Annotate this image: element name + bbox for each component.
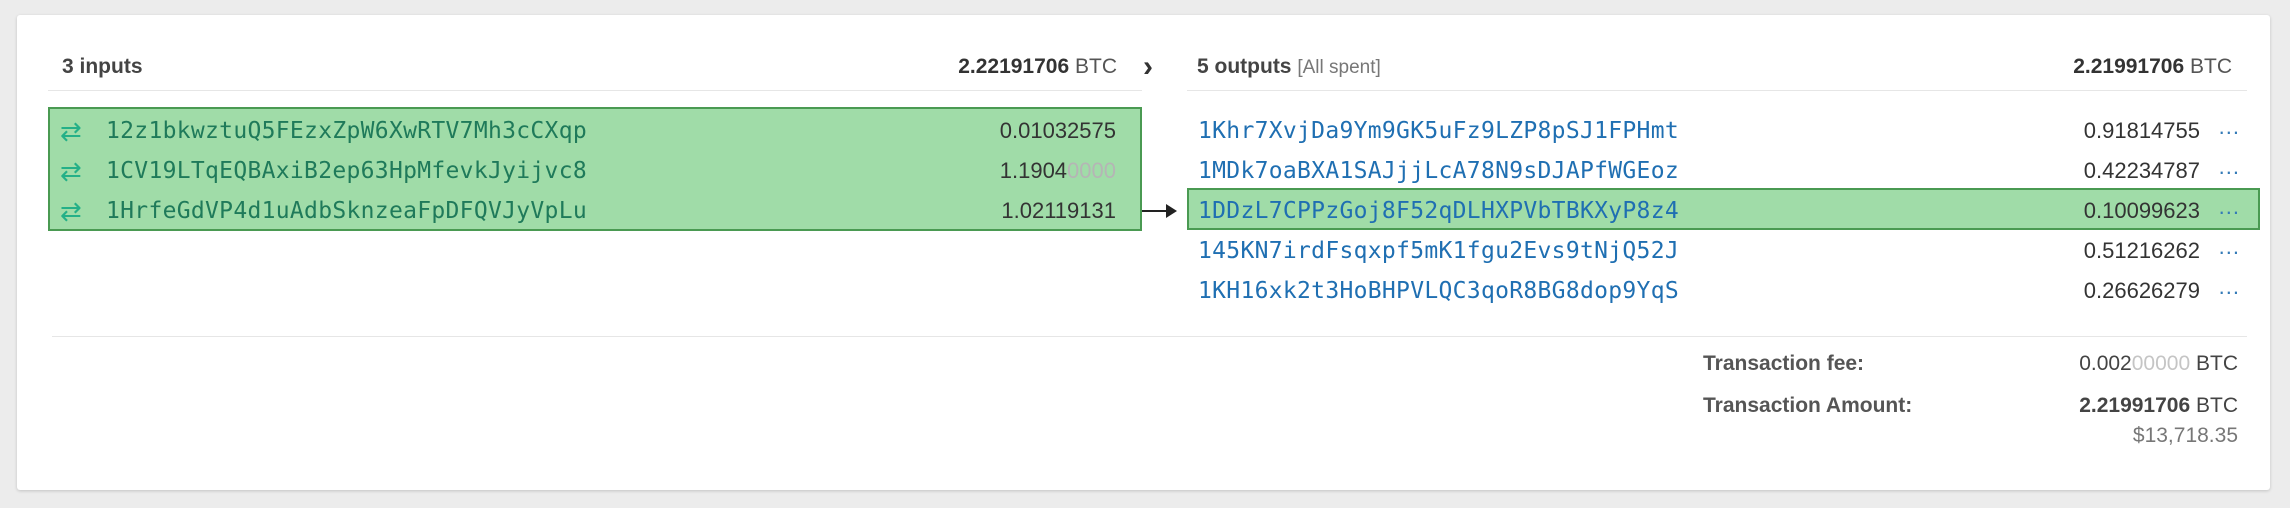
output-value: 0.42234787 xyxy=(2083,158,2200,183)
outputs-title: 5 outputs [All spent] xyxy=(1197,55,1381,79)
output-value: 0.26626279 xyxy=(2083,278,2200,303)
fee-unit: BTC xyxy=(2196,352,2238,375)
output-highlight-box xyxy=(1187,188,2260,230)
output-address-link[interactable]: 1MDk7oaBXA1SAJjjLcA78N9sDJAPfWGEoz xyxy=(1198,158,1680,184)
output-value: 0.91814755 xyxy=(2083,118,2200,143)
output-value: 0.10099623 xyxy=(2083,198,2200,223)
inputs-count-label: 3 inputs xyxy=(62,55,143,78)
inputs-total: 2.22191706 BTC xyxy=(958,55,1117,79)
fee-value: 0.00200000 BTC xyxy=(2079,352,2238,376)
output-row: 1MDk7oaBXA1SAJjjLcA78N9sDJAPfWGEoz 0.422… xyxy=(1187,150,2260,190)
inputs-highlight-box xyxy=(48,107,1142,231)
inputs-total-unit: BTC xyxy=(1075,55,1117,78)
outputs-total: 2.21991706 BTC xyxy=(2073,55,2232,79)
arrow-right-icon xyxy=(1142,210,1168,212)
chevron-right-icon: › xyxy=(1143,50,1153,83)
input-value-main: 1.1904 xyxy=(999,158,1068,183)
output-more-link[interactable]: ... xyxy=(2218,114,2240,139)
input-address-link[interactable]: 1HrfeGdVP4d1uAdbSknzeaFpDFQVJyVpLu xyxy=(106,198,588,224)
input-address-link[interactable]: 12z1bkwztuQ5FEzxZpW6XwRTV7Mh3cCXqp xyxy=(106,118,588,144)
amount-usd: $13,718.35 xyxy=(2132,424,2238,447)
input-address-link[interactable]: 1CV19LTqEQBAxiB2ep63HpMfevkJyijvc8 xyxy=(106,158,588,184)
inputs-title: 3 inputs xyxy=(62,55,143,79)
input-value-main: 0.01032575 xyxy=(999,118,1116,143)
output-address-link[interactable]: 1Khr7XvjDa9Ym9GK5uFz9LZP8pSJ1FPHmt xyxy=(1198,118,1680,144)
output-more-link[interactable]: ... xyxy=(2218,194,2240,219)
amount-value: 2.21991706 BTC xyxy=(2079,394,2238,418)
transfer-arrows-icon: ⇄ xyxy=(60,116,82,146)
transfer-arrows-icon: ⇄ xyxy=(60,196,82,226)
transfer-arrows-icon: ⇄ xyxy=(60,156,82,186)
outputs-divider xyxy=(1187,90,2247,91)
fee-label: Transaction fee: xyxy=(1703,352,1865,375)
input-value: 1.02119131 xyxy=(1001,198,1116,224)
input-row: ⇄ 1HrfeGdVP4d1uAdbSknzeaFpDFQVJyVpLu 1.0… xyxy=(48,190,1142,230)
output-more-link[interactable]: ... xyxy=(2218,154,2240,179)
input-value: 0.01032575 xyxy=(1000,118,1116,144)
inputs-divider xyxy=(48,90,1142,91)
outputs-total-unit: BTC xyxy=(2190,55,2232,78)
arrow-head-icon xyxy=(1166,204,1177,218)
output-row-highlighted: 1DDzL7CPPzGoj8F52qDLHXPVbTBKXyP8z4 0.100… xyxy=(1187,190,2260,230)
output-address-link[interactable]: 145KN7irdFsqxpf5mK1fgu2Evs9tNjQ52J xyxy=(1198,238,1680,264)
output-row: 145KN7irdFsqxpf5mK1fgu2Evs9tNjQ52J 0.512… xyxy=(1187,230,2260,270)
input-value-main: 1.02119131 xyxy=(1001,198,1116,223)
input-row: ⇄ 1CV19LTqEQBAxiB2ep63HpMfevkJyijvc8 1.1… xyxy=(48,150,1142,190)
output-row: 1Khr7XvjDa9Ym9GK5uFz9LZP8pSJ1FPHmt 0.918… xyxy=(1187,110,2260,150)
summary-divider xyxy=(52,336,2247,337)
inputs-total-value: 2.22191706 xyxy=(958,55,1070,78)
transaction-panel xyxy=(17,15,2270,490)
output-value: 0.51216262 xyxy=(2083,238,2200,263)
output-more-link[interactable]: ... xyxy=(2218,234,2240,259)
fee-value-faded: 00000 xyxy=(2131,352,2191,375)
outputs-status-label: [All spent] xyxy=(1297,57,1381,78)
outputs-total-value: 2.21991706 xyxy=(2073,55,2185,78)
output-address-link[interactable]: 1DDzL7CPPzGoj8F52qDLHXPVbTBKXyP8z4 xyxy=(1198,198,1680,224)
input-value-faded: 0000 xyxy=(1067,158,1116,183)
amount-unit: BTC xyxy=(2196,394,2238,417)
amount-label: Transaction Amount: xyxy=(1703,394,1913,417)
output-row: 1KH16xk2t3HoBHPVLQC3qoR8BG8dop9YqS 0.266… xyxy=(1187,270,2260,310)
fee-value-main: 0.002 xyxy=(2079,352,2132,375)
input-value: 1.19040000 xyxy=(1000,158,1116,184)
outputs-count-label: 5 outputs xyxy=(1197,55,1292,78)
input-row: ⇄ 12z1bkwztuQ5FEzxZpW6XwRTV7Mh3cCXqp 0.0… xyxy=(48,110,1142,150)
amount-value-main: 2.21991706 xyxy=(2079,394,2191,417)
output-more-link[interactable]: ... xyxy=(2218,274,2240,299)
output-address-link[interactable]: 1KH16xk2t3HoBHPVLQC3qoR8BG8dop9YqS xyxy=(1198,278,1680,304)
